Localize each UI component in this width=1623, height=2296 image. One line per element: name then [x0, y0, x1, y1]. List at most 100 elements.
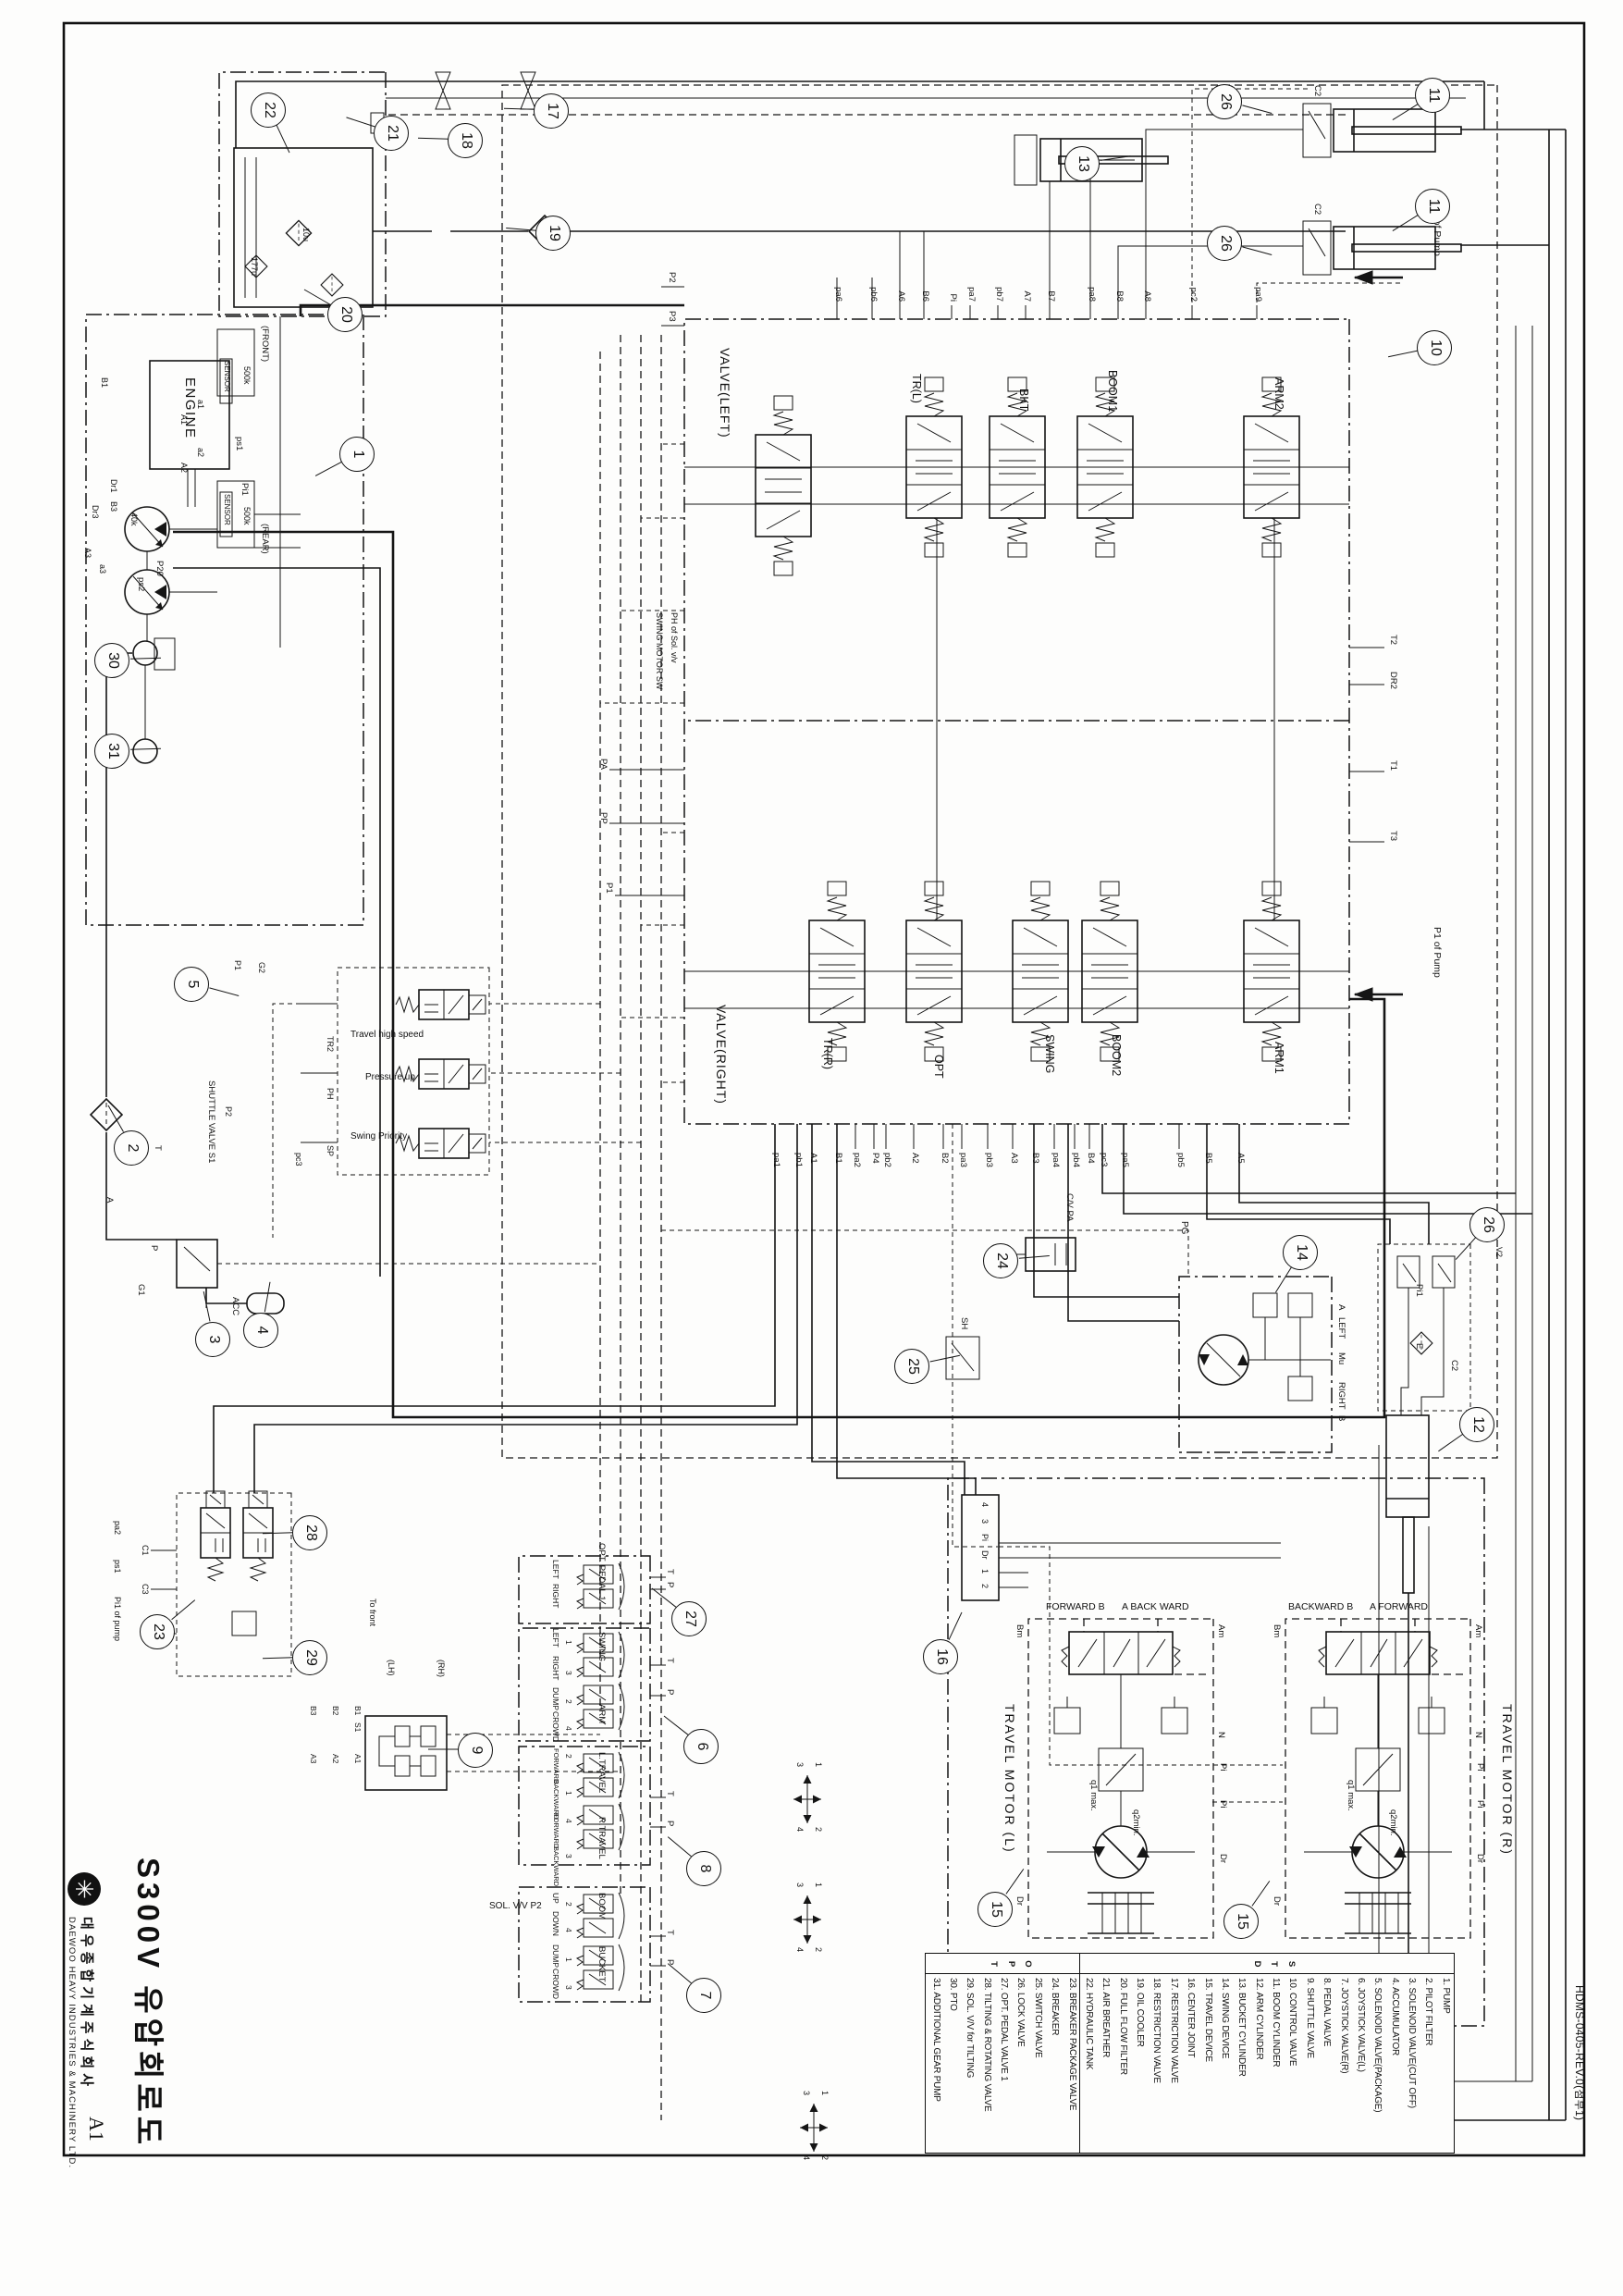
balloon-26: 26: [1469, 1207, 1505, 1242]
balloon-19: 19: [535, 216, 571, 251]
balloon-17: 17: [534, 93, 569, 129]
diagram-label: Pi1: [240, 483, 250, 496]
diagram-label: 4: [564, 1819, 573, 1823]
valve-port-label: B3: [1030, 1153, 1040, 1164]
balloon-leader: [1438, 1433, 1464, 1452]
diagram-label: T: [665, 1930, 675, 1935]
diagram-label: L.TRAVEL: [596, 1752, 607, 1794]
diagram-label: UP: [551, 1893, 560, 1904]
diagram-label: T: [665, 1791, 675, 1796]
diagram-label: CROWD: [551, 1711, 560, 1743]
valve-port-label: B6: [920, 290, 930, 302]
valve-port-label: pb5: [1175, 1153, 1186, 1167]
legend-item: 16. CENTER JOINT: [1186, 1978, 1197, 2058]
diagram-label: Dr: [980, 1550, 990, 1560]
diagram-label: TR2: [326, 1036, 335, 1053]
diagram-label: 3: [564, 1985, 573, 1990]
legend-item: 31. ADDITIONAL GEAR PUMP: [930, 1978, 941, 2102]
valve-port-label: pb6: [868, 287, 879, 302]
diagram-label: N: [1216, 1732, 1226, 1738]
balloon-4: 4: [243, 1313, 278, 1348]
diagram-label: Bm: [1014, 1624, 1025, 1638]
balloon-leader: [506, 228, 537, 231]
balloon-31: 31: [94, 734, 129, 769]
diagram-label: PP: [598, 812, 609, 824]
diagram-label: Pressure up: [365, 1072, 415, 1082]
diagram-label: 2: [980, 1584, 990, 1589]
balloon-1: 1: [339, 437, 375, 472]
diagram-label: SWING: [596, 1632, 607, 1662]
diagram-label: TR(R): [821, 1038, 834, 1070]
diagram-label: PH: [326, 1088, 335, 1100]
diagram-label: 1: [564, 1640, 573, 1645]
diagram-label: P: [665, 1582, 675, 1588]
valve-port-label: pa5: [1120, 1153, 1130, 1167]
diagram-label: (FRONT): [260, 326, 270, 363]
diagram-label: 500k: [242, 507, 252, 525]
balloon-13: 13: [1064, 146, 1100, 181]
direction-digit: 1: [814, 1882, 823, 1888]
diagram-label: C2: [1312, 204, 1322, 216]
balloon-8: 8: [686, 1851, 721, 1886]
diagram-label: BKT: [1017, 389, 1030, 412]
legend-item: 10. CONTROL VALVE: [1287, 1978, 1298, 2067]
balloon-9: 9: [458, 1733, 493, 1768]
diagram-label: Pi: [1218, 1800, 1228, 1808]
diagram-label: RIGHT: [1336, 1382, 1346, 1410]
balloon-24: 24: [983, 1243, 1018, 1278]
diagram-label: PH of Sol. v/v: [670, 612, 679, 663]
diagram-label: FORWARD: [552, 1813, 560, 1849]
diagram-label: BOOM1: [1106, 370, 1119, 413]
direction-digit: 2: [820, 2155, 830, 2161]
diagram-label: A FORWARD: [1370, 1601, 1429, 1612]
direction-digit: 4: [795, 1947, 805, 1953]
diagram-label: B1: [100, 377, 109, 389]
diagram-label: To front: [368, 1599, 377, 1627]
balloon-10: 10: [1417, 330, 1452, 365]
balloon-leader: [129, 657, 162, 660]
direction-digit: 1: [814, 1762, 823, 1768]
diagram-label: G1: [136, 1284, 146, 1296]
diagram-label: R.TRAVEL: [596, 1817, 607, 1859]
diagram-label: B3: [309, 1706, 318, 1716]
valve-port-label: B1: [833, 1153, 843, 1164]
valve-port-label: pa4: [1051, 1153, 1061, 1167]
diagram-label: LEFT: [551, 1560, 560, 1579]
valve-port-label: pc3: [1099, 1153, 1109, 1167]
diagram-label: C/V PA: [1064, 1193, 1075, 1222]
balloon-11: 11: [1415, 78, 1450, 113]
diagram-label: E: [1414, 1343, 1424, 1350]
parts-list-divider: [926, 1973, 1454, 1974]
valve-port-label: B8: [1114, 290, 1125, 302]
diagram-label: RIGHT: [551, 1656, 560, 1681]
diagram-label: DR2: [1388, 672, 1398, 690]
valve-port-label: A8: [1142, 290, 1152, 302]
diagram-label: 2: [564, 1902, 573, 1907]
diagram-label: C1: [141, 1545, 150, 1556]
legend-item: 13. BUCKET CYLINDER: [1236, 1978, 1248, 2077]
balloon-leader: [651, 1587, 677, 1608]
valve-port-label: A7: [1022, 290, 1032, 302]
legend-item: 27. OPT. PEDAL VALVE 1: [999, 1978, 1010, 2081]
diagram-label: Dr1: [109, 479, 118, 493]
diagram-label: PA: [598, 759, 609, 770]
legend-item: 28. TILTING & ROTATING VALVE: [981, 1978, 992, 2112]
diagram-label: A2: [179, 463, 189, 474]
diagram-label: 4: [980, 1502, 990, 1508]
valve-port-label: A3: [1009, 1153, 1019, 1164]
balloon-leader: [1274, 1265, 1293, 1293]
direction-digit: 4: [802, 2155, 811, 2161]
legend-item: 25. SWITCH VALVE: [1032, 1978, 1043, 2058]
valve-port-label: pa2: [852, 1153, 862, 1167]
diagram-label: a3: [98, 564, 107, 574]
diagram-label: A2: [331, 1754, 340, 1764]
diagram-label: TRAVEL MOTOR (L): [1002, 1704, 1017, 1854]
legend-item: 15. TRAVEL DEVICE: [1202, 1978, 1213, 2062]
balloon-leader: [929, 1354, 961, 1363]
balloon-28: 28: [292, 1515, 327, 1550]
valve-port-label: pa1: [771, 1153, 781, 1167]
diagram-label: 4: [564, 1726, 573, 1731]
valve-port-label: pa3: [958, 1153, 968, 1167]
legend-item: 12. ARM CYLINDER: [1253, 1978, 1264, 2060]
